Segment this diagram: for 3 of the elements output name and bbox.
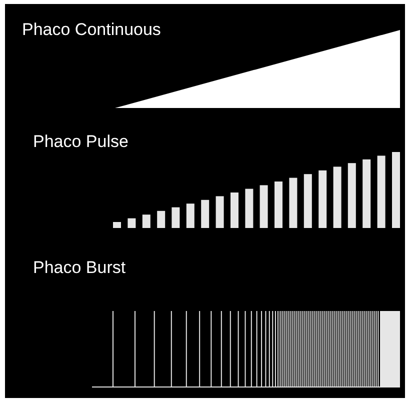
mode-label: Phaco Burst (33, 258, 126, 278)
mode-label: Phaco Pulse (33, 132, 128, 152)
mode-label: Phaco Continuous (22, 20, 161, 40)
